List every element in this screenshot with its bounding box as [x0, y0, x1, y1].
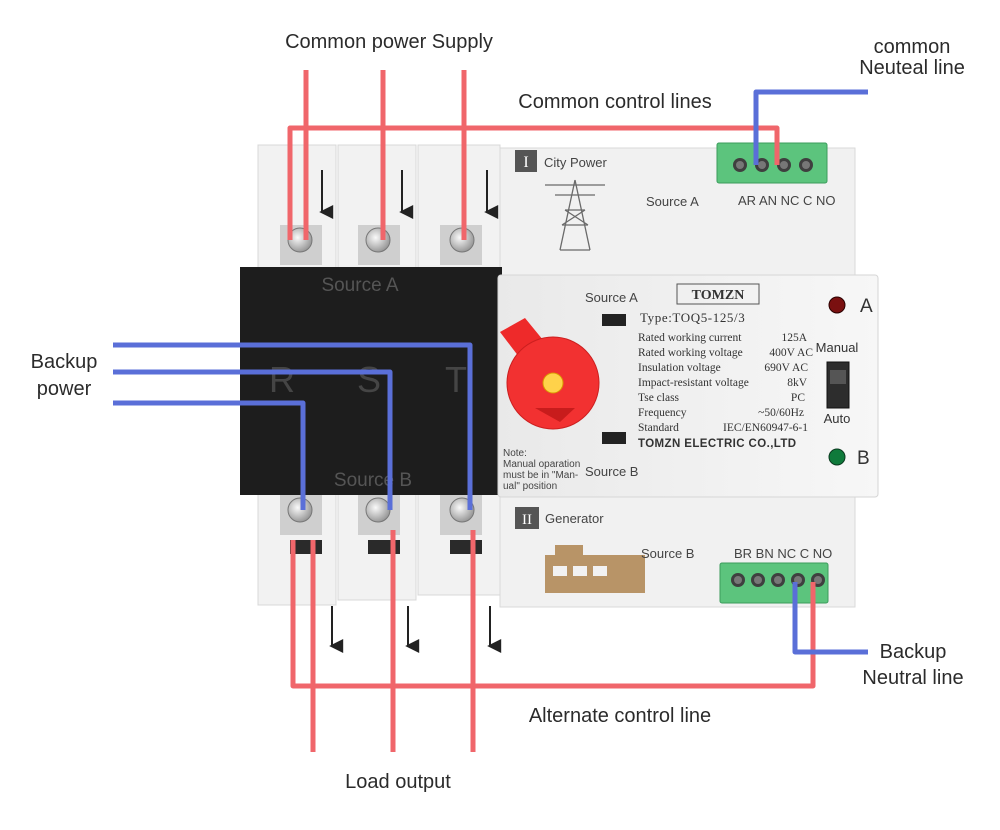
- spec-key: Insulation voltage: [638, 362, 721, 374]
- black-breaker-block: Source A Source B R S T: [240, 267, 502, 495]
- city-power-label: City Power: [544, 155, 608, 170]
- wires: [113, 70, 868, 752]
- common-power-supply-label: Common power Supply: [285, 31, 493, 53]
- backup-neutral-label-1: Backup: [880, 641, 947, 663]
- spec-key: Rated working voltage: [638, 347, 743, 359]
- roman-two: II: [522, 512, 532, 528]
- alternate-control-wire: [290, 540, 816, 689]
- flow-arrows: [319, 170, 502, 653]
- switch-knob: [830, 370, 846, 384]
- note-line: Note:: [503, 448, 527, 459]
- load-output-label: Load output: [345, 771, 451, 793]
- manual-label: Manual: [816, 340, 859, 355]
- spec-key: Tse class: [638, 392, 680, 404]
- front-source-b: Source B: [585, 464, 638, 479]
- spec-value: PC: [791, 392, 805, 404]
- power-tower-icon: [545, 179, 605, 251]
- top-source-a-label: Source A: [646, 194, 699, 209]
- common-neutral-label-2: Neuteal line: [859, 57, 965, 79]
- top-terminal-block: [716, 142, 828, 184]
- source-a-window: [602, 314, 626, 326]
- spec-key: Frequency: [638, 407, 687, 419]
- phase-t: T: [445, 359, 467, 400]
- manual-auto-switch[interactable]: [826, 361, 850, 409]
- block-source-a: Source A: [321, 275, 398, 296]
- rotary-handle[interactable]: [500, 318, 600, 430]
- callout-labels: Common power Supply common Neuteal line …: [31, 31, 965, 793]
- auto-label: Auto: [824, 411, 851, 426]
- backup-power-wire-1: [113, 342, 473, 510]
- common-control-lines-label: Common control lines: [518, 91, 711, 113]
- switch-device: I City Power Source A AR AN NC C NO II G…: [240, 142, 879, 608]
- bottom-source-b-label: Source B: [641, 546, 694, 561]
- alternate-control-line-label: Alternate control line: [529, 705, 711, 727]
- type-label: Type:TOQ5-125/3: [640, 310, 745, 325]
- spec-key: Rated working current: [638, 332, 742, 344]
- block-source-b: Source B: [334, 470, 412, 491]
- top-terminal-screws: [733, 158, 813, 172]
- backup-power-wire-3: [113, 400, 306, 510]
- spec-value: 125A: [781, 332, 807, 344]
- indicator-a-light: [828, 296, 846, 314]
- common-neutral-label-1: common: [874, 36, 951, 58]
- spec-key: Impact-resistant voltage: [638, 377, 749, 389]
- backup-neutral-wire: [792, 582, 868, 655]
- backup-power-wire-2: [113, 369, 393, 510]
- spec-value: 8kV: [787, 377, 808, 389]
- generator-icon: [545, 545, 645, 593]
- note-line: must be in "Man-: [503, 470, 578, 481]
- bottom-panel-generator: II Generator Source B BR BN NC C NO: [499, 494, 856, 608]
- backup-neutral-label-2: Neutral line: [862, 667, 963, 689]
- note-line: Manual oparation: [503, 459, 580, 470]
- note-line: ual" position: [503, 481, 557, 492]
- spec-value: 690V AC: [764, 362, 808, 374]
- manual-note: Note: Manual oparation must be in "Man- …: [503, 448, 580, 492]
- spec-table: Rated working current 125A Rated working…: [638, 332, 813, 434]
- common-neutral-wire: [753, 89, 868, 165]
- phase-s: S: [357, 359, 381, 400]
- indicator-a-label: A: [860, 296, 873, 317]
- spec-value: ~50/60Hz: [758, 407, 804, 419]
- brand-logo: TOMZN: [692, 288, 745, 303]
- top-panel-city-power: I City Power Source A AR AN NC C NO: [499, 142, 856, 284]
- source-b-window: [602, 432, 626, 444]
- top-terminal-labels: AR AN NC C NO: [738, 193, 836, 208]
- common-control-wire: [287, 125, 780, 240]
- front-panel: Source A Source B TOMZN Type:TOQ5-125/3 …: [497, 274, 879, 498]
- bottom-terminal-labels: BR BN NC C NO: [734, 546, 832, 561]
- phase-r: R: [269, 359, 295, 400]
- spec-value: 400V AC: [769, 347, 813, 359]
- front-source-a: Source A: [585, 290, 638, 305]
- company-name: TOMZN ELECTRIC CO.,LTD: [638, 438, 797, 450]
- indicator-b-label: B: [857, 448, 870, 469]
- indicator-b-light: [828, 448, 846, 466]
- roman-one: I: [523, 154, 528, 171]
- backup-power-label-1: Backup: [31, 351, 98, 373]
- spec-value: IEC/EN60947-6-1: [723, 422, 808, 434]
- generator-label: Generator: [545, 511, 604, 526]
- handle-indicator-icon: [542, 372, 564, 394]
- spec-key: Standard: [638, 422, 679, 434]
- backup-power-label-2: power: [37, 378, 92, 400]
